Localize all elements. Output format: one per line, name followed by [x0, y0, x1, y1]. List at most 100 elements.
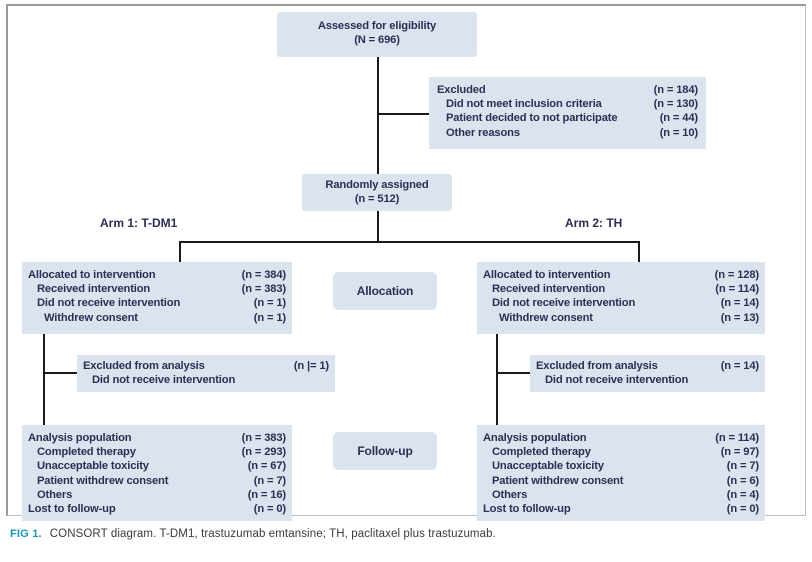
row-label: Completed therapy: [492, 446, 591, 459]
row-count: (n = 67): [247, 460, 286, 473]
node-followup-arm1: Analysis population (n = 383) Completed …: [22, 425, 292, 521]
connector-arm1-drop: [179, 241, 181, 262]
connector-assessed-to-randomized: [377, 57, 379, 174]
stage-followup-text: Follow-up: [357, 443, 413, 458]
row-label: Did not meet inclusion criteria: [446, 98, 602, 111]
figure-label: FIG 1.: [10, 528, 42, 540]
list-item: Excluded from analysis (n = 14): [536, 359, 759, 373]
row-count: (n |= 1): [293, 360, 329, 372]
row-count: (n = 293): [241, 446, 287, 459]
row-label: Withdrew consent: [499, 311, 593, 324]
connector-right-allocation-to-followup: [496, 333, 498, 425]
followup-right-rows: Analysis population (n = 114) Completed …: [477, 425, 765, 516]
row-label: Allocated to intervention: [483, 269, 611, 281]
list-item: Analysis population (n = 114): [483, 431, 759, 445]
row-label: Others: [37, 488, 73, 501]
row-label: Withdrew consent: [44, 311, 138, 324]
row-count: (n = 16): [247, 488, 286, 501]
excluded-analysis-left-rows: Excluded from analysis (n |= 1) Did not …: [77, 355, 335, 387]
row-count: (n = 1): [253, 311, 286, 324]
row-count: (n = 0): [253, 502, 286, 515]
row-count: (n = 130): [653, 98, 699, 111]
row-label: Analysis population: [28, 432, 132, 444]
row-count: (n = 7): [253, 474, 286, 487]
row-count: (n = 6): [726, 474, 759, 487]
assessed-count: (N = 696): [354, 34, 400, 47]
connector-arm2-drop: [638, 241, 640, 262]
row-label: Excluded: [437, 84, 486, 96]
list-item: Patient withdrew consent (n = 7): [28, 474, 286, 488]
node-allocation-arm2: Allocated to intervention (n = 128) Rece…: [477, 262, 765, 334]
node-excluded: Excluded (n = 184) Did not meet inclusio…: [429, 77, 706, 149]
row-label: Did not receive intervention: [92, 374, 236, 387]
stage-label-allocation: Allocation: [333, 272, 437, 310]
figure-caption-text: CONSORT diagram. T-DM1, trastuzumab emta…: [49, 528, 496, 540]
connector-arm-split: [179, 241, 640, 243]
row-label: Allocated to intervention: [28, 269, 156, 281]
list-item: Lost to follow-up (n = 0): [483, 502, 759, 516]
list-item: Completed therapy (n = 97): [483, 445, 759, 459]
row-count: (n = 10): [659, 126, 698, 139]
list-item: Other reasons (n = 10): [437, 126, 698, 140]
stage-allocation-text: Allocation: [356, 283, 414, 298]
list-item: Others (n = 16): [28, 488, 286, 502]
consort-diagram-canvas: Assessed for eligibility (N = 696) Exclu…: [22, 12, 765, 521]
row-label: Patient decided to not participate: [446, 112, 618, 125]
row-label: Did not receive intervention: [37, 297, 181, 310]
allocation-right-rows: Allocated to intervention (n = 128) Rece…: [477, 262, 765, 325]
randomized-count: (n = 512): [354, 193, 400, 206]
connector-to-excluded: [377, 113, 429, 115]
excluded-analysis-right-rows: Excluded from analysis (n = 14) Did not …: [530, 355, 765, 387]
list-item: Did not receive intervention (n = 1): [28, 296, 286, 310]
list-item: Others (n = 4): [483, 488, 759, 502]
row-label: Unacceptable toxicity: [492, 460, 604, 473]
row-count: (n = 383): [241, 432, 287, 444]
row-count: (n = 13): [720, 311, 759, 324]
connector-left-to-excluded-analysis: [43, 372, 77, 374]
connector-randomized-down: [377, 210, 379, 243]
row-count: (n = 1): [253, 297, 286, 310]
row-label: Other reasons: [446, 126, 520, 139]
list-item: Did not receive intervention: [536, 373, 759, 387]
node-assessed-for-eligibility: Assessed for eligibility (N = 696): [277, 12, 477, 57]
list-item: Excluded from analysis (n |= 1): [83, 359, 329, 373]
row-label: Received intervention: [37, 283, 151, 296]
row-count: (n = 4): [726, 488, 759, 501]
row-label: Did not receive intervention: [545, 374, 689, 387]
row-count: (n = 14): [720, 360, 759, 372]
list-item: Analysis population (n = 383): [28, 431, 286, 445]
row-label: Did not receive intervention: [492, 297, 636, 310]
row-count: (n = 7): [726, 460, 759, 473]
list-item: Allocated to intervention (n = 384): [28, 268, 286, 282]
list-item: Patient withdrew consent (n = 6): [483, 474, 759, 488]
row-label: Completed therapy: [37, 446, 136, 459]
list-item: Withdrew consent (n = 13): [483, 311, 759, 325]
row-count: (n = 44): [659, 112, 698, 125]
followup-left-rows: Analysis population (n = 383) Completed …: [22, 425, 292, 516]
stage-label-followup: Follow-up: [333, 432, 437, 470]
list-item: Patient decided to not participate (n = …: [437, 111, 698, 125]
arm1-label: Arm 1: T-DM1: [100, 216, 178, 230]
node-excluded-from-analysis-arm1: Excluded from analysis (n |= 1) Did not …: [77, 355, 335, 392]
row-count: (n = 114): [715, 432, 759, 444]
list-item: Excluded (n = 184): [437, 83, 698, 97]
row-count: (n = 383): [241, 283, 287, 296]
row-count: (n = 384): [241, 269, 287, 281]
row-count: (n = 97): [720, 446, 759, 459]
row-label: Unacceptable toxicity: [37, 460, 149, 473]
list-item: Completed therapy (n = 293): [28, 445, 286, 459]
row-label: Excluded from analysis: [536, 360, 658, 372]
connector-left-allocation-to-followup: [43, 333, 45, 425]
node-randomly-assigned: Randomly assigned (n = 512): [302, 174, 452, 211]
list-item: Allocated to intervention (n = 128): [483, 268, 759, 282]
arm2-label: Arm 2: TH: [565, 216, 623, 230]
list-item: Unacceptable toxicity (n = 7): [483, 459, 759, 473]
allocation-left-rows: Allocated to intervention (n = 384) Rece…: [22, 262, 292, 325]
assessed-title: Assessed for eligibility: [317, 20, 437, 32]
row-label: Received intervention: [492, 283, 606, 296]
node-followup-arm2: Analysis population (n = 114) Completed …: [477, 425, 765, 521]
node-excluded-from-analysis-arm2: Excluded from analysis (n = 14) Did not …: [530, 355, 765, 392]
row-count: (n = 114): [715, 283, 759, 296]
row-label: Lost to follow-up: [28, 502, 116, 515]
